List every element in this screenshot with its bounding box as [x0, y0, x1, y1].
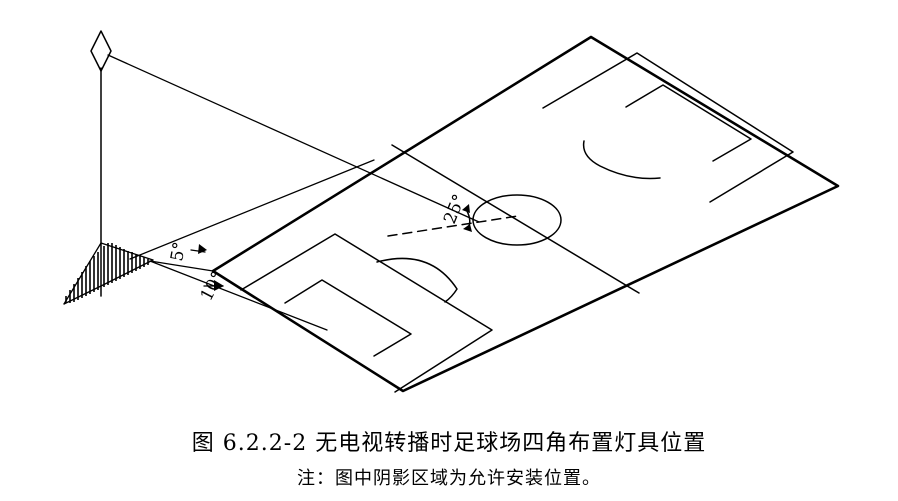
stadium-corner-lighting-diagram: 25° 5° 10°	[63, 30, 840, 393]
sightline-to-corner	[149, 260, 214, 272]
allowed-area-outline	[63, 259, 154, 305]
allowed-installation-area-hatch	[65, 243, 149, 303]
pitch-outline	[211, 35, 840, 393]
angle-label-5: 5°	[167, 240, 190, 263]
projection-dashed-line	[387, 215, 519, 237]
luminaire-icon	[90, 30, 112, 72]
angle-dim-5-arrow	[198, 244, 207, 254]
penalty-arc-near	[376, 257, 458, 303]
figure-caption-title: 图 6.2.2-2 无电视转播时足球场四角布置灯具位置	[191, 431, 707, 456]
penalty-area-far	[542, 52, 794, 203]
angle-label-25: 25°	[440, 191, 470, 226]
angle-dim-10-arrow	[214, 280, 224, 291]
angle-label-10: 10°	[197, 268, 229, 304]
sightline-to-far-side	[129, 159, 375, 260]
goal-area-far	[625, 84, 752, 162]
angle-arrow-25	[462, 204, 470, 213]
angle-arrow-25b	[463, 224, 472, 232]
sightline-to-goal-line	[149, 260, 328, 331]
halfway-line	[391, 144, 640, 294]
allowed-area-top	[63, 242, 154, 305]
figure-caption-note: 注：图中阴影区域为允许安装位置。	[297, 468, 601, 489]
penalty-arc-far	[582, 140, 661, 180]
goal-area-near	[284, 279, 412, 357]
aiming-line	[107, 54, 480, 223]
penalty-area-near	[240, 233, 493, 393]
